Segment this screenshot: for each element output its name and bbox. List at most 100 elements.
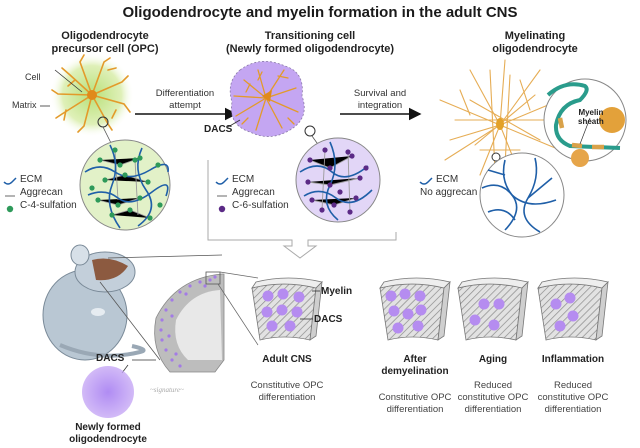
- myelin-sheath-label: Myelin sheath: [578, 108, 604, 126]
- legend-item: C-4-sulfation: [20, 200, 77, 211]
- brain-section-illustration: [154, 271, 225, 373]
- dacs-cluster: [276, 304, 288, 316]
- arrow-label-line: integration: [357, 100, 403, 111]
- summary-bracket-arrow: [207, 160, 397, 259]
- dacs-label-panel: DACS: [314, 314, 343, 325]
- dacs-cluster: [291, 306, 303, 318]
- description-line: Constitutive OPC: [250, 380, 324, 391]
- dacs-cluster: [493, 298, 505, 310]
- stage-title-line: precursor cell (OPC): [51, 43, 159, 55]
- artist-signature: ~signature~: [150, 386, 184, 394]
- description-line: constitutive OPC: [457, 392, 529, 403]
- legend-opc: ECM Aggrecan C-4-sulfation: [20, 173, 77, 212]
- tissue-block-side: [595, 280, 609, 341]
- label-line: oligodendrocyte: [69, 434, 147, 445]
- opc-matrix-zoom-circle: [79, 139, 171, 231]
- tissue-panels: [251, 277, 609, 341]
- description-line: Constitutive OPC: [378, 392, 452, 403]
- stage-title-line: oligodendrocyte: [492, 43, 578, 55]
- stage-title-line: Oligodendrocyte: [61, 30, 149, 42]
- stage-title-transitioning: Transitioning cell (Newly formed oligode…: [190, 30, 430, 56]
- description-line: constitutive OPC: [537, 392, 609, 403]
- caption-line: After: [403, 354, 427, 365]
- green-dot-icon: [6, 205, 14, 213]
- mouse-illustration: [42, 244, 146, 361]
- ecm-wave-icon: [215, 177, 229, 185]
- ecm-wave-icon: [3, 177, 17, 185]
- figure-title: Oligodendrocyte and myelin formation in …: [122, 4, 518, 21]
- label-line: Newly formed: [75, 422, 141, 433]
- dacs-cluster: [412, 320, 424, 332]
- arrow-label-line: Survival and: [353, 88, 407, 99]
- cell-label: Cell: [25, 72, 41, 82]
- dacs-cluster: [402, 308, 414, 320]
- legend-item: No aggrecan: [420, 187, 478, 198]
- stage-title-line: Transitioning cell: [264, 30, 356, 42]
- stage-title-myelinating: Myelinating oligodendrocyte: [450, 30, 620, 56]
- arrow-label-line: Differentiation: [155, 88, 215, 99]
- dacs-cluster: [550, 298, 562, 310]
- dacs-dots: [159, 275, 217, 368]
- dacs-cluster: [414, 290, 426, 302]
- description-line: Reduced: [473, 380, 513, 391]
- stage-title-line: (Newly formed oligodendrocyte): [225, 43, 395, 55]
- purple-dot-icon: [218, 205, 226, 213]
- dacs-cluster: [478, 298, 490, 310]
- dacs-cluster: [385, 290, 397, 302]
- arrow-label-line: attempt: [169, 100, 201, 111]
- ecm-zoom-circle: [479, 152, 565, 238]
- dacs-cluster: [399, 288, 411, 300]
- dacs-cluster: [293, 291, 305, 303]
- dacs-cluster: [415, 304, 427, 316]
- myelin-zoom-circle: [543, 78, 627, 167]
- dacs-cluster: [262, 290, 274, 302]
- tissue-block-side: [309, 280, 323, 341]
- tissue-block-face: [457, 283, 523, 341]
- tissue-block-side: [437, 280, 451, 341]
- description-line: differentiation: [464, 404, 522, 415]
- dacs-cluster: [277, 288, 289, 300]
- tissue-block-3: [537, 277, 609, 341]
- panel-caption: Inflammation: [523, 354, 623, 366]
- dacs-cluster: [469, 314, 481, 326]
- dacs-cluster: [284, 320, 296, 332]
- dacs-cluster: [388, 305, 400, 317]
- caption-line: Adult CNS: [262, 354, 312, 365]
- newly-formed-label: Newly formed oligodendrocyte: [58, 422, 158, 446]
- ecm-wave-icon: [419, 177, 433, 185]
- dacs-cluster: [261, 306, 273, 318]
- legend-item: ECM: [232, 174, 255, 185]
- description-line: Reduced: [553, 380, 593, 391]
- transitioning-matrix-zoom-circle: [295, 137, 381, 223]
- dacs-label-mouse: DACS: [96, 353, 125, 364]
- legend-item: Aggrecan: [232, 187, 275, 198]
- label-line: sheath: [578, 117, 604, 126]
- arrow-label-differentiation: Differentiation attempt: [135, 88, 235, 112]
- description-line: differentiation: [386, 404, 444, 415]
- legend-transitioning: ECM Aggrecan C-6-sulfation: [232, 173, 289, 212]
- caption-line: demyelination: [381, 366, 449, 377]
- legend-item: C-6-sulfation: [232, 200, 289, 211]
- dacs-label-top: DACS: [204, 124, 233, 135]
- newly-formed-oligodendrocyte-cloud: [82, 366, 134, 418]
- tissue-block-side: [515, 280, 529, 341]
- legend-myelinating: ECM No aggrecan: [420, 173, 477, 199]
- matrix-label: Matrix: [12, 100, 37, 110]
- dacs-cluster: [392, 322, 404, 334]
- caption-line: Inflammation: [541, 354, 605, 365]
- dacs-cluster: [567, 310, 579, 322]
- legend-icons: [3, 177, 433, 213]
- arrow-label-survival: Survival and integration: [340, 88, 420, 112]
- label-line: Myelin: [578, 108, 604, 117]
- tissue-block-2: [457, 277, 529, 341]
- description-line: differentiation: [544, 404, 602, 415]
- transitioning-cell-illustration: [229, 61, 305, 137]
- description-line: differentiation: [258, 392, 316, 403]
- stage-title-line: Myelinating: [504, 30, 566, 42]
- dacs-cluster: [266, 320, 278, 332]
